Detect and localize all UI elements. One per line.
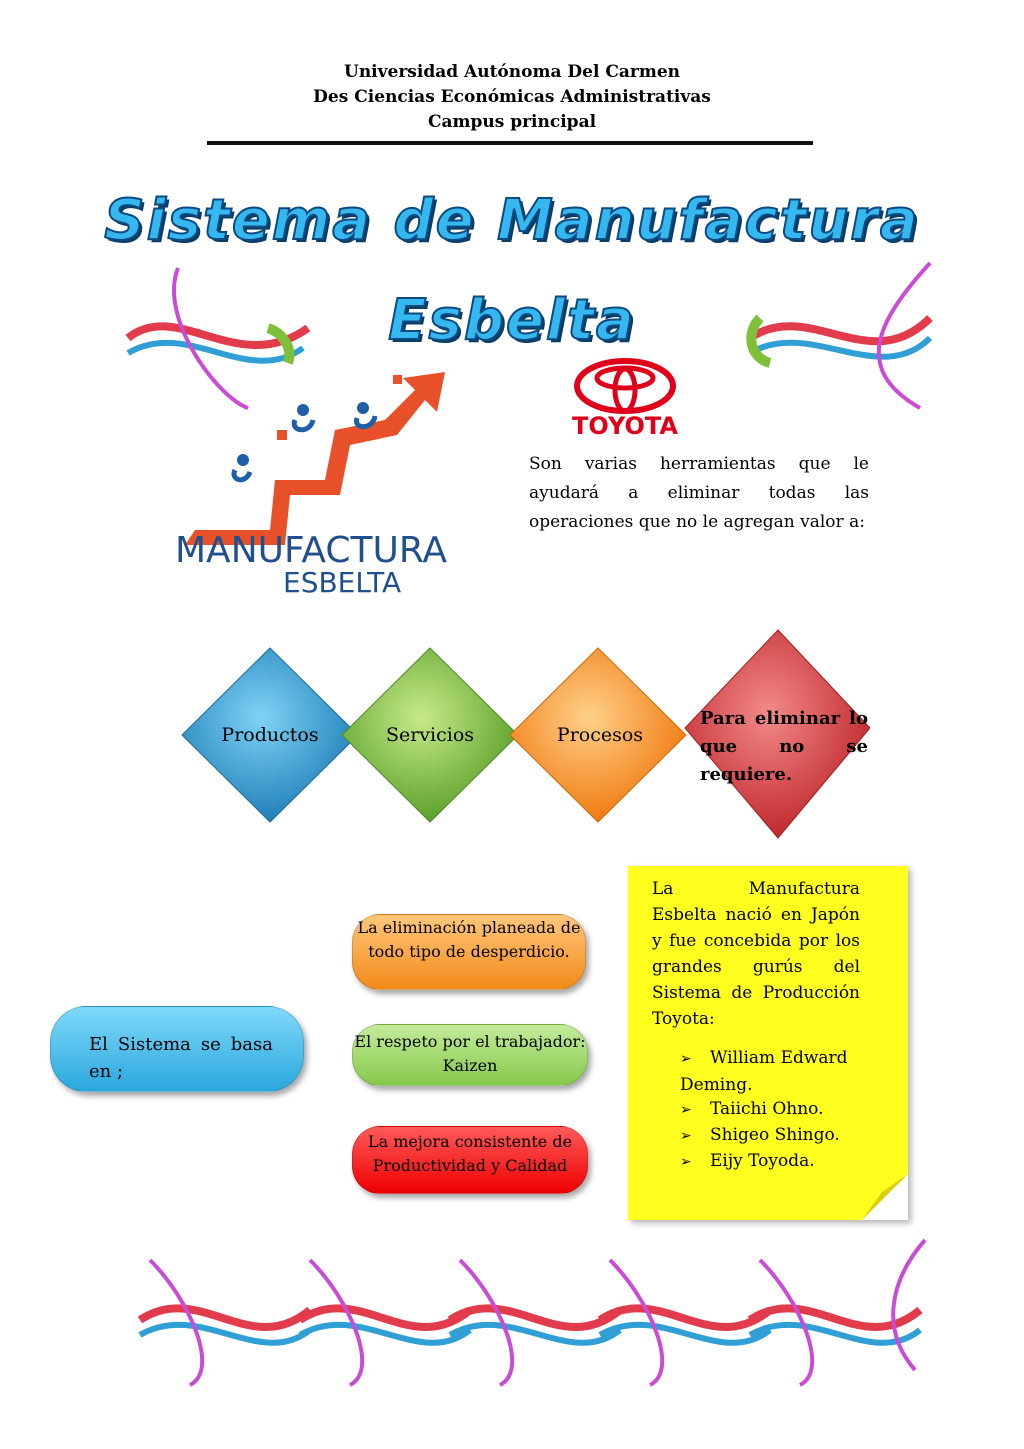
manufactura-esbelta-logo: MANUFACTURA ESBELTA — [175, 372, 447, 599]
ribbon-decoration-left — [125, 267, 311, 410]
header-campus: Campus principal — [427, 112, 597, 132]
note-curl — [862, 1174, 908, 1220]
arrow-bullet-icon: ➢ — [680, 1102, 692, 1118]
logo-text-line1: MANUFACTURA — [175, 530, 447, 571]
diamond-label-procesos: Procesos — [556, 724, 644, 746]
guru-list-item: ➢Taiichi Ohno. — [680, 1097, 880, 1124]
guru-list-item: ➢Eijy Toyoda. — [680, 1149, 880, 1176]
diamond-label-productos: Productos — [221, 724, 319, 746]
toyota-logo: TOYOTA — [572, 358, 678, 440]
header-university: Universidad Autónoma Del Carmen — [344, 62, 680, 82]
toyota-wordmark: TOYOTA — [572, 412, 678, 440]
diamond-label-eliminar: Para eliminar lo que no se requiere. — [700, 708, 868, 785]
header-divider — [207, 141, 813, 145]
basis-pill: El Sistema se basa en ; — [50, 1006, 304, 1092]
diamond-flow — [181, 629, 870, 839]
item-pill-quality: La mejora consistente de Productividad y… — [352, 1126, 588, 1194]
diamond-eliminar — [684, 629, 870, 839]
ribbon-decoration-bottom — [137, 1238, 927, 1387]
sticky-note — [628, 866, 908, 1220]
header-department: Des Ciencias Económicas Administrativas — [313, 87, 711, 107]
item-text-waste: La eliminación planeada de todo tipo de … — [357, 918, 581, 961]
item-text-kaizen: El respeto por el trabajador: Kaizen — [354, 1032, 586, 1075]
diamond-productos — [181, 647, 359, 823]
logo-text-line2: ESBELTA — [283, 566, 401, 599]
item-pill-waste: La eliminación planeada de todo tipo de … — [352, 914, 586, 990]
arrow-bullet-icon: ➢ — [680, 1154, 692, 1170]
diamond-procesos — [509, 647, 687, 823]
basis-label: El Sistema se basa en ; — [89, 1034, 273, 1082]
ribbon-decoration-right — [746, 261, 933, 410]
note-paragraph: La Manufactura Esbelta nació en Japón y … — [652, 879, 860, 1029]
arrow-bullet-icon: ➢ — [680, 1128, 692, 1144]
institution-header: Universidad Autónoma Del Carmen Des Cien… — [0, 60, 1024, 135]
diamond-servicios — [341, 647, 519, 823]
page-title-line2: Esbelta — [387, 287, 636, 354]
item-text-quality: La mejora consistente de Productividad y… — [367, 1132, 573, 1175]
item-pill-kaizen: El respeto por el trabajador: Kaizen — [352, 1024, 588, 1086]
diamond-label-servicios: Servicios — [385, 724, 475, 746]
arrow-bullet-icon: ➢ — [680, 1051, 692, 1067]
guru-list-item: ➢Shigeo Shingo. — [680, 1123, 880, 1150]
page-title-line1: Sistema de Manufactura — [103, 187, 920, 254]
intro-paragraph: Son varias herramientas que le ayudará a… — [529, 454, 869, 532]
guru-list-item: ➢William Edward Deming. — [680, 1048, 848, 1095]
